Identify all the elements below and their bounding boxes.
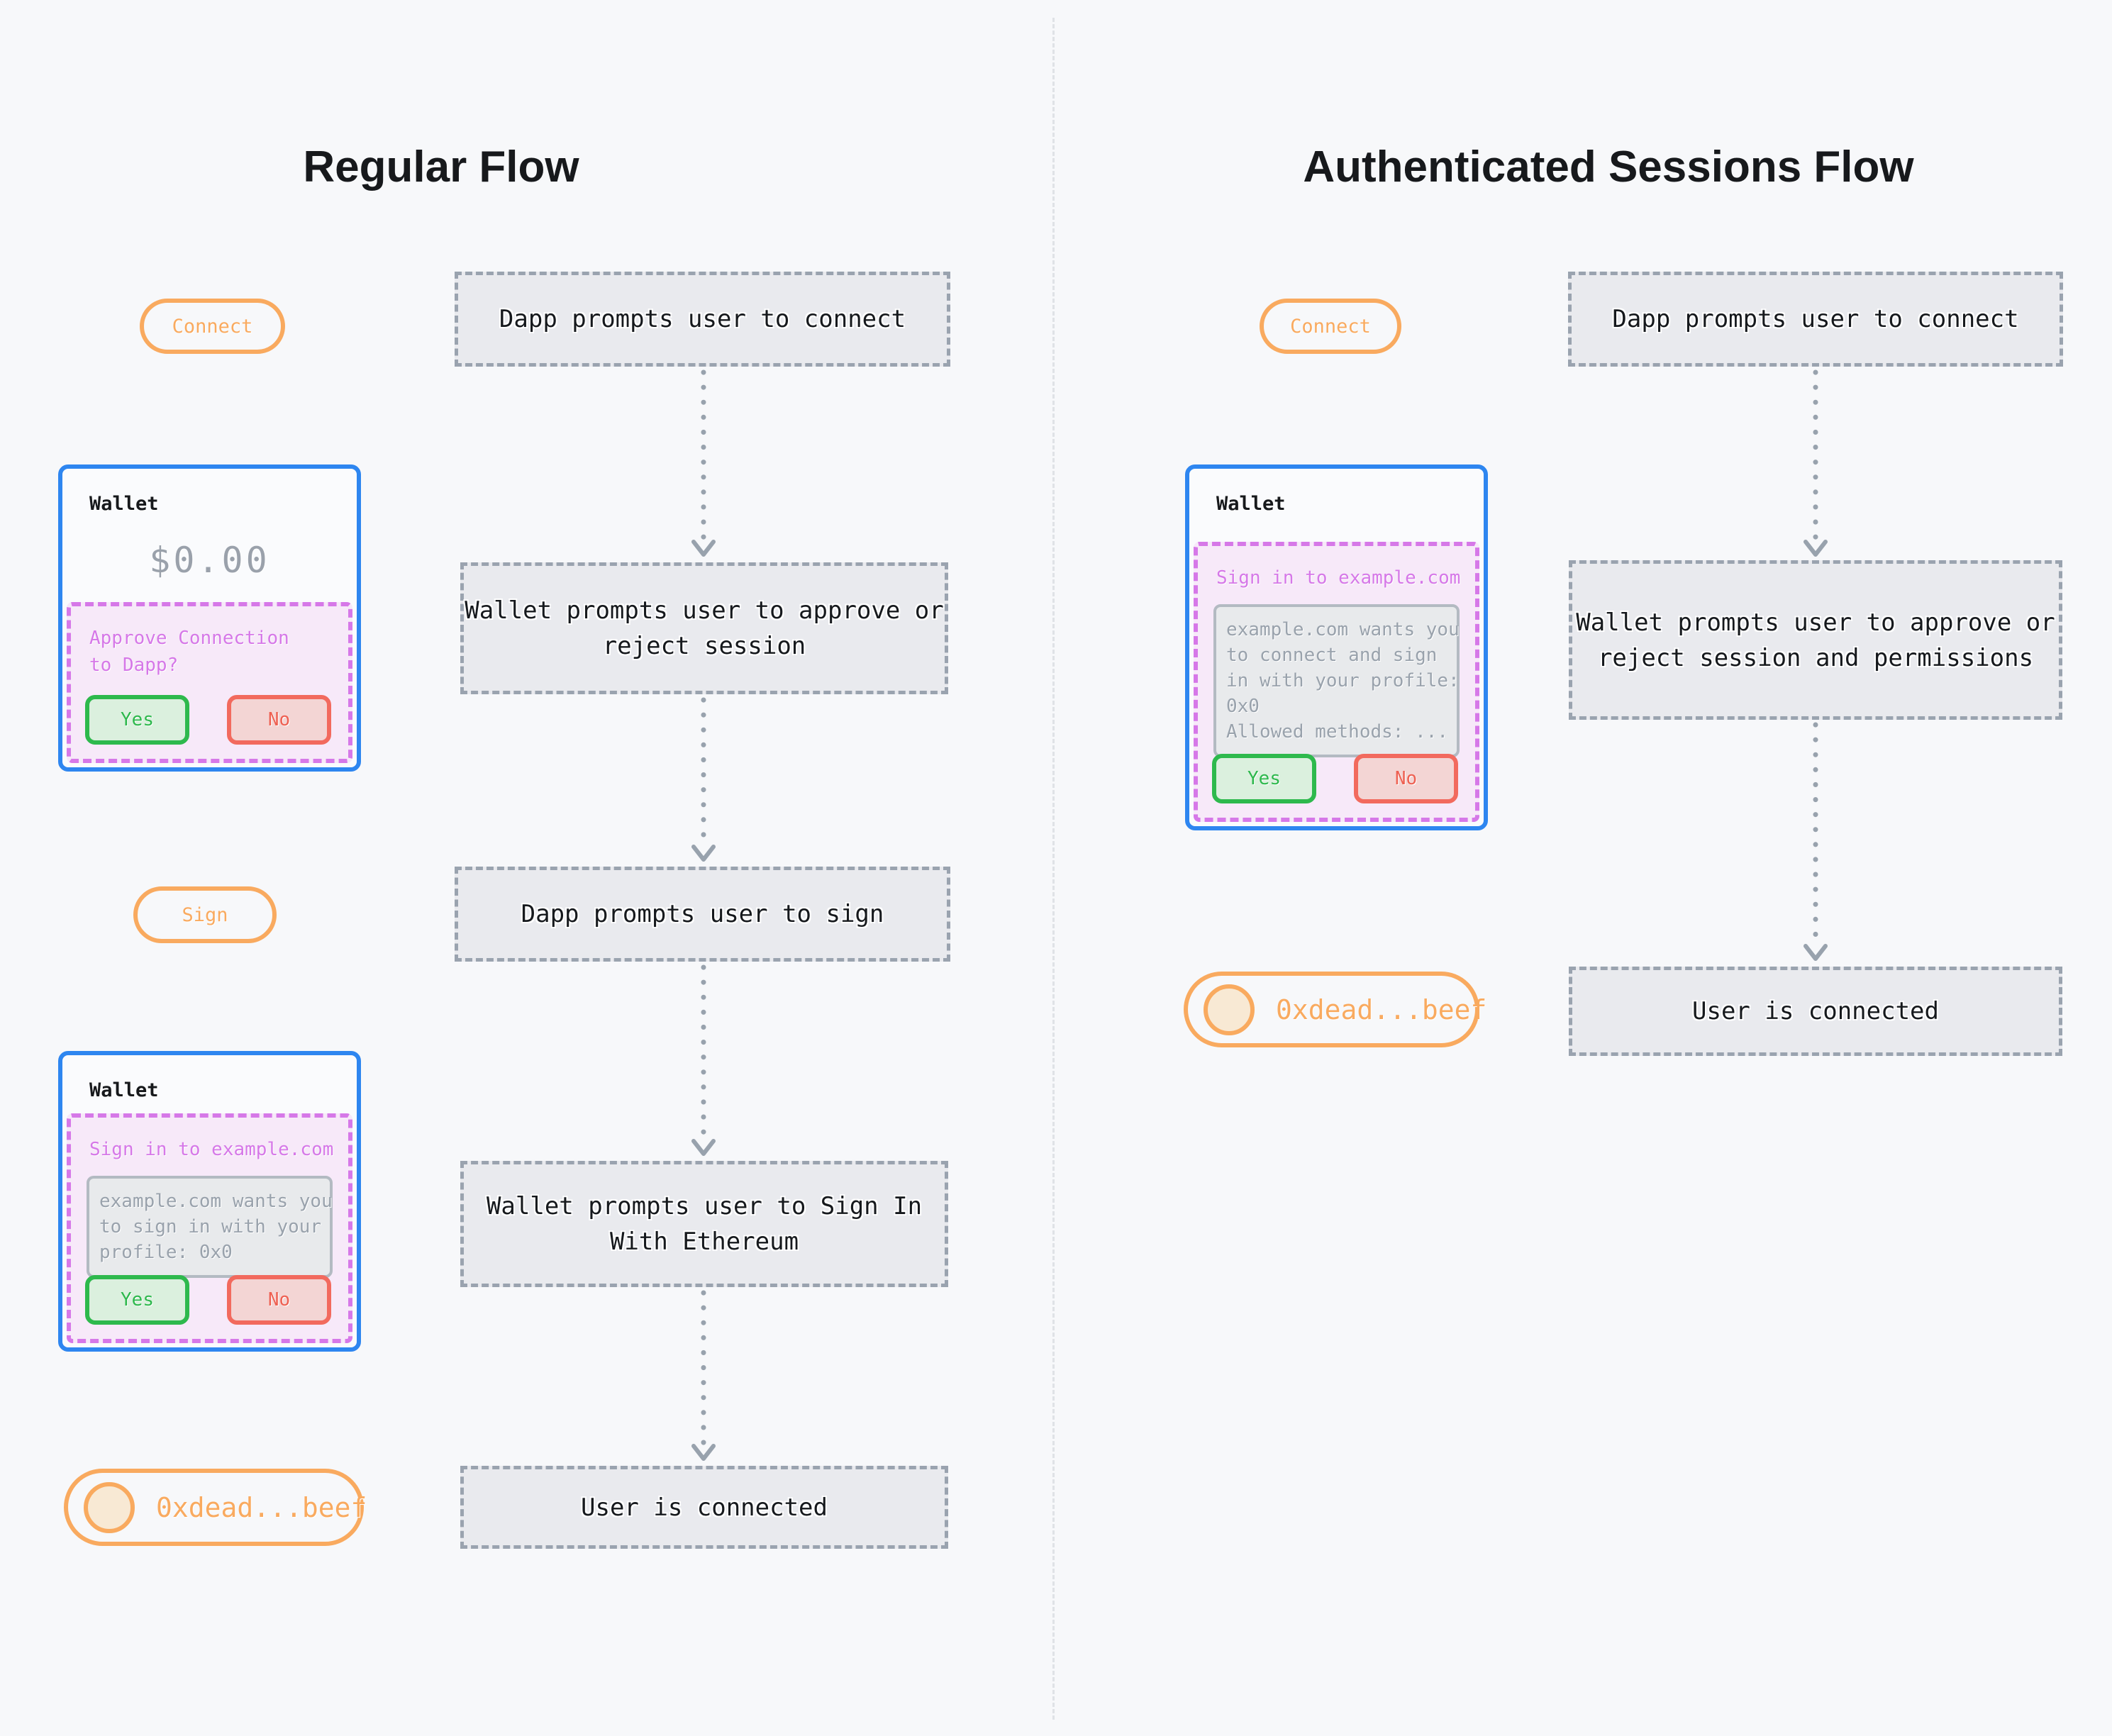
- wallet-card-title: Wallet: [89, 1079, 159, 1101]
- sign-pill-label: Sign: [182, 903, 228, 926]
- arrow-down-icon: [691, 697, 716, 862]
- wallet-auth-card: Wallet Sign in to example.com example.co…: [1185, 464, 1488, 830]
- avatar-circle-icon: [84, 1481, 135, 1533]
- no-button[interactable]: No: [227, 695, 331, 745]
- arrow-down-icon: [691, 1290, 716, 1461]
- step-dapp-prompts-connect: Dapp prompts user to connect: [1568, 272, 2063, 367]
- step-wallet-approve-reject-permissions: Wallet prompts user to approve or reject…: [1569, 560, 2062, 720]
- step-wallet-approve-reject: Wallet prompts user to approve or reject…: [460, 562, 948, 694]
- wallet-card-title: Wallet: [89, 493, 159, 515]
- arrow-down-icon: [691, 369, 716, 557]
- column-divider: [1052, 18, 1055, 1720]
- sign-in-heading: Sign in to example.com: [1216, 567, 1461, 589]
- sign-in-prompt-panel: Sign in to example.com example.com wants…: [67, 1113, 352, 1343]
- connect-pill-label: Connect: [1290, 315, 1371, 338]
- address-pill-label: 0xdead...beef: [1276, 994, 1487, 1025]
- step-wallet-siwe: Wallet prompts user to Sign In With Ethe…: [460, 1161, 948, 1287]
- no-button[interactable]: No: [227, 1275, 331, 1325]
- step-user-connected: User is connected: [460, 1466, 948, 1549]
- address-pill[interactable]: 0xdead...beef: [1184, 972, 1486, 1047]
- address-pill-label: 0xdead...beef: [156, 1491, 367, 1523]
- step-user-connected: User is connected: [1569, 967, 2062, 1056]
- arrow-down-icon: [1803, 369, 1828, 557]
- sign-in-message: example.com wants you to sign in with yo…: [87, 1176, 333, 1278]
- yes-button[interactable]: Yes: [1212, 754, 1316, 803]
- sign-in-message: example.com wants you to connect and sig…: [1213, 604, 1460, 757]
- step-dapp-prompts-connect: Dapp prompts user to connect: [455, 272, 950, 367]
- yes-button[interactable]: Yes: [85, 695, 189, 745]
- no-button[interactable]: No: [1354, 754, 1458, 803]
- approval-prompt-panel: Approve Connection to Dapp? Yes No: [67, 602, 352, 763]
- wallet-balance: $0.00: [149, 540, 270, 581]
- sign-in-heading: Sign in to example.com: [89, 1139, 334, 1160]
- approval-prompt-line1: Approve Connection: [89, 628, 289, 649]
- connect-pill[interactable]: Connect: [140, 299, 285, 354]
- connect-pill[interactable]: Connect: [1260, 299, 1401, 354]
- connect-pill-label: Connect: [172, 315, 253, 338]
- arrow-down-icon: [691, 964, 716, 1156]
- yes-button[interactable]: Yes: [85, 1275, 189, 1325]
- authenticated-sessions-flow-title: Authenticated Sessions Flow: [1303, 143, 1914, 191]
- sign-in-prompt-panel: Sign in to example.com example.com wants…: [1194, 542, 1479, 822]
- address-pill[interactable]: 0xdead...beef: [64, 1469, 367, 1546]
- sign-pill[interactable]: Sign: [133, 886, 277, 943]
- avatar-circle-icon: [1204, 984, 1255, 1035]
- approval-prompt-line2: to Dapp?: [89, 655, 179, 676]
- wallet-connect-card: Wallet $0.00 Approve Connection to Dapp?…: [58, 464, 361, 772]
- regular-flow-title: Regular Flow: [303, 143, 579, 191]
- step-dapp-prompts-sign: Dapp prompts user to sign: [455, 867, 950, 962]
- wallet-sign-card: Wallet Sign in to example.com example.co…: [58, 1051, 361, 1352]
- wallet-card-title: Wallet: [1216, 493, 1286, 515]
- arrow-down-icon: [1803, 722, 1828, 961]
